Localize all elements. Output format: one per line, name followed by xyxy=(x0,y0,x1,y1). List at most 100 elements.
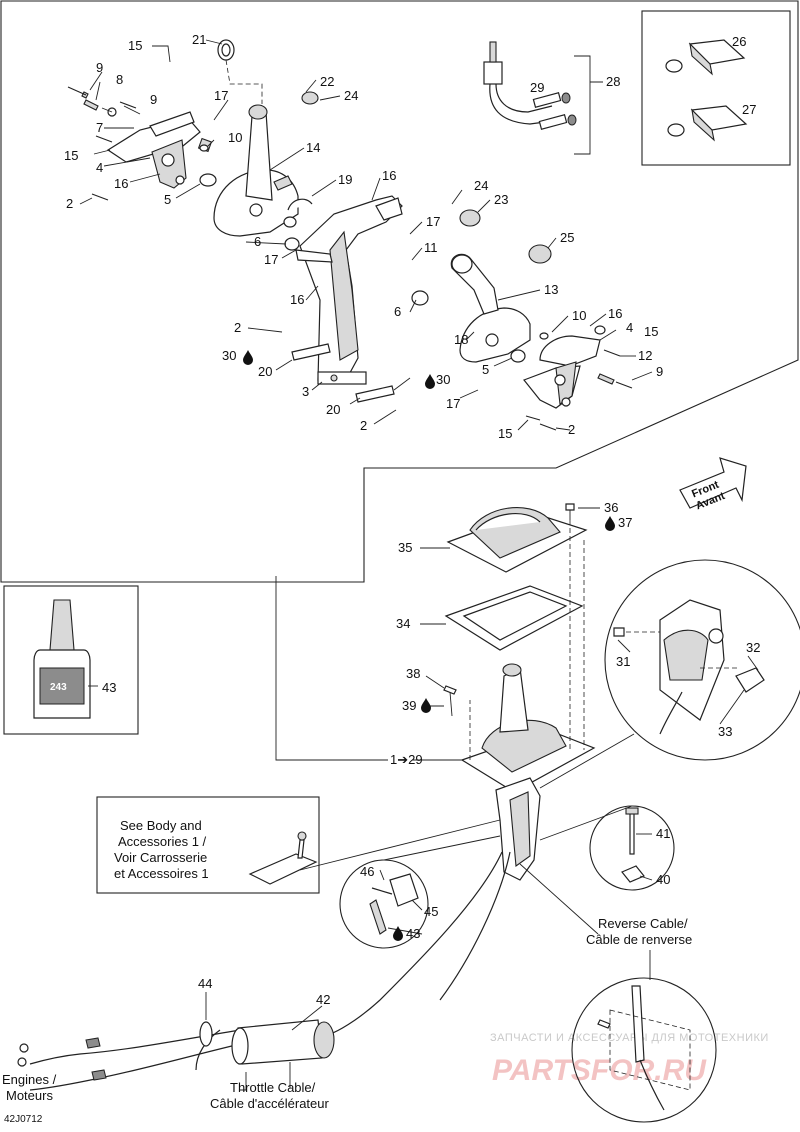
engines-line-2: Moteurs xyxy=(6,1088,53,1103)
label-16c: 16 xyxy=(290,292,304,307)
label-11: 11 xyxy=(424,240,438,255)
inset-box-43 xyxy=(3,585,139,735)
connector-27 xyxy=(667,105,748,142)
label-33: 33 xyxy=(718,724,732,739)
bottle-label-text: 243 xyxy=(50,682,67,693)
label-23: 23 xyxy=(494,192,508,207)
label-20a: 20 xyxy=(258,364,272,379)
label-21: 21 xyxy=(192,32,206,47)
label-16b: 16 xyxy=(382,168,396,183)
label-24b: 24 xyxy=(474,178,488,193)
retaining-plate xyxy=(248,831,318,885)
label-31: 31 xyxy=(616,654,630,669)
label-12: 12 xyxy=(638,348,652,363)
label-46: 46 xyxy=(360,864,374,879)
label-19: 19 xyxy=(338,172,352,187)
inset-box-28-bracket xyxy=(574,55,603,155)
label-15a: 15 xyxy=(128,38,142,53)
engines-callout: Engines / Moteurs xyxy=(2,1072,57,1103)
label-16a: 16 xyxy=(114,176,128,191)
label-1-to-29: 1➔29 xyxy=(390,752,423,767)
drop-icon-30b xyxy=(425,374,435,389)
label-32: 32 xyxy=(746,640,760,655)
screws-36-38 xyxy=(443,503,575,717)
label-36: 36 xyxy=(604,500,618,515)
label-25: 25 xyxy=(560,230,574,245)
label-44: 44 xyxy=(198,976,212,991)
label-9c: 9 xyxy=(656,364,663,379)
reverse-cable-line-1: Reverse Cable/ xyxy=(598,916,688,931)
throttle-cable-line-1: Throttle Cable/ xyxy=(230,1080,316,1095)
label-9a: 9 xyxy=(96,60,103,75)
drop-icon-43b xyxy=(393,926,403,941)
label-10a: 10 xyxy=(228,130,242,145)
shift-lever-14 xyxy=(213,104,299,237)
see-body-line-3: Voir Carrosserie xyxy=(114,850,207,865)
cable-runs xyxy=(29,851,511,1091)
label-6a: 6 xyxy=(254,234,261,249)
label-43b: 43 xyxy=(406,926,420,941)
see-body-line-2: Accessories 1 / xyxy=(118,834,207,849)
label-2c: 2 xyxy=(360,418,367,433)
label-5b: 5 xyxy=(482,362,489,377)
label-13: 13 xyxy=(544,282,558,297)
label-14: 14 xyxy=(306,140,320,155)
watermark-logo: PARTSFOR.RU xyxy=(492,1054,707,1087)
inset-box-see-body xyxy=(96,796,320,894)
label-45: 45 xyxy=(424,904,438,919)
reverse-cable-line-2: Câble de renverse xyxy=(586,932,692,947)
throttle-cable-line-2: Câble d'accélérateur xyxy=(210,1096,329,1111)
diagram-code: 42J0712 xyxy=(4,1114,43,1125)
label-30b: 30 xyxy=(436,372,450,387)
label-37: 37 xyxy=(618,515,632,530)
see-body-line-4: et Accessoires 1 xyxy=(114,866,209,881)
label-24a: 24 xyxy=(344,88,358,103)
label-15c: 15 xyxy=(644,324,658,339)
label-4b: 4 xyxy=(626,320,633,335)
detail-31-33-parts xyxy=(613,599,765,735)
label-38: 38 xyxy=(406,666,420,681)
detail-45-46-parts xyxy=(369,873,419,935)
leader-lines xyxy=(79,39,759,1091)
label-3: 3 xyxy=(302,384,309,399)
label-39: 39 xyxy=(402,698,416,713)
drop-icon-37 xyxy=(605,516,615,531)
rings-and-bushings xyxy=(199,39,319,251)
label-17d: 17 xyxy=(446,396,460,411)
label-16d: 16 xyxy=(608,306,622,321)
label-4a: 4 xyxy=(96,160,103,175)
label-5a: 5 xyxy=(164,192,171,207)
throttle-cable-callout: Throttle Cable/ Câble d'accélérateur xyxy=(210,1080,329,1111)
control-unit-1-29 xyxy=(460,663,596,881)
label-8: 8 xyxy=(116,72,123,87)
detail-40-41-parts xyxy=(621,807,645,883)
label-17b: 17 xyxy=(426,214,440,229)
throttle-cable-housing-42 xyxy=(231,1019,335,1065)
label-30a: 30 xyxy=(222,348,236,363)
label-17a: 17 xyxy=(214,88,228,103)
lever-13 xyxy=(411,209,552,363)
label-40: 40 xyxy=(656,872,670,887)
label-10b: 10 xyxy=(572,308,586,323)
label-2d: 2 xyxy=(568,422,575,437)
label-35: 35 xyxy=(398,540,412,555)
gasket-34 xyxy=(444,585,584,651)
front-arrow: Front Avant xyxy=(679,457,747,512)
label-9b: 9 xyxy=(150,92,157,107)
upper-assembly-frame xyxy=(0,0,799,583)
label-43a: 43 xyxy=(102,680,116,695)
left-bracket-assembly xyxy=(106,111,213,189)
label-2b: 2 xyxy=(234,320,241,335)
label-15d: 15 xyxy=(498,426,512,441)
label-15b: 15 xyxy=(64,148,78,163)
label-18: 18 xyxy=(454,332,468,347)
housing-3 xyxy=(295,195,403,385)
cover-35 xyxy=(446,506,588,573)
label-34: 34 xyxy=(396,616,410,631)
connector-26 xyxy=(665,39,746,76)
label-7: 7 xyxy=(96,120,103,135)
label-28: 28 xyxy=(606,74,620,89)
label-20b: 20 xyxy=(326,402,340,417)
cable-ends xyxy=(17,1021,213,1081)
